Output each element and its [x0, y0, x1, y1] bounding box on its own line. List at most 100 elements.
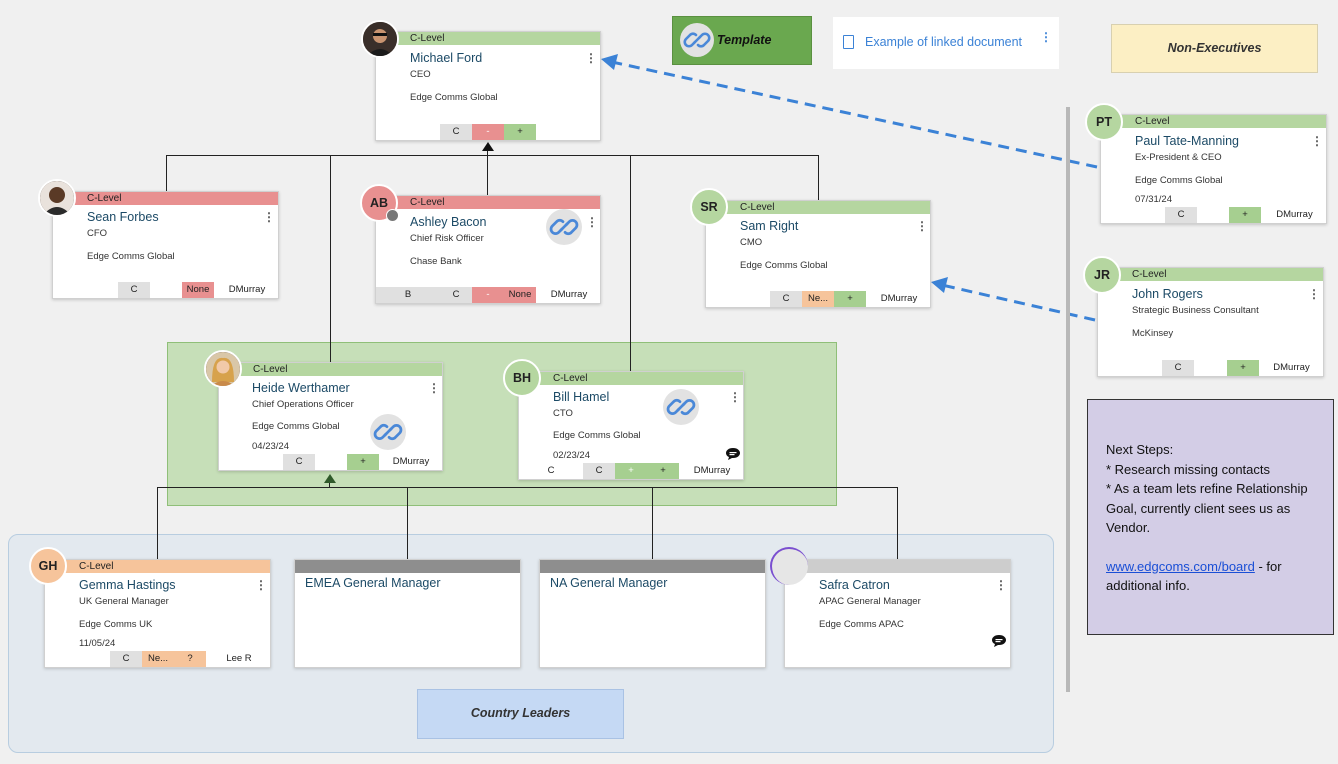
avatar-initials: GH: [29, 547, 67, 585]
footer-cell[interactable]: C: [770, 291, 802, 307]
vacant-card-emea-general-manager[interactable]: EMEA General Manager: [294, 559, 521, 668]
linked-document[interactable]: Example of linked document ⋮: [833, 17, 1059, 69]
person-date: 02/23/24: [553, 450, 590, 461]
separator: [1066, 107, 1070, 692]
avatar-initials: AB: [360, 184, 398, 222]
footer-cell[interactable]: C: [440, 287, 472, 303]
kebab-menu-icon[interactable]: ⋮: [916, 219, 928, 233]
person-date: 11/05/24: [79, 638, 116, 649]
person-date: 07/31/24: [1135, 194, 1172, 205]
footer-cell[interactable]: DMurray: [681, 463, 743, 479]
person-name[interactable]: Sam Right: [740, 219, 799, 233]
person-name[interactable]: Safra Catron: [819, 578, 890, 592]
level-band: C-Level: [219, 363, 442, 376]
link-icon[interactable]: [370, 414, 406, 450]
person-card-sean-forbes[interactable]: C-Level Sean Forbes CFO Edge Comms Globa…: [52, 191, 279, 299]
position-title[interactable]: NA General Manager: [550, 576, 668, 590]
kebab-menu-icon[interactable]: ⋮: [995, 578, 1007, 592]
level-band: C-Level: [53, 192, 278, 205]
footer-cell[interactable]: Ne...: [802, 291, 834, 307]
footer-cell[interactable]: +: [1229, 207, 1261, 223]
link-icon: [680, 23, 714, 57]
kebab-menu-icon[interactable]: ⋮: [1308, 287, 1320, 301]
footer-cell[interactable]: C: [1165, 207, 1197, 223]
connector: [166, 155, 819, 156]
link-icon[interactable]: [546, 209, 582, 245]
person-role: Chief Operations Officer: [252, 399, 354, 410]
level-band: C-Level: [706, 201, 930, 214]
person-card-john-rogers[interactable]: C-Level John Rogers Strategic Business C…: [1097, 267, 1324, 377]
footer-cell[interactable]: B: [376, 287, 440, 303]
footer-cell[interactable]: +: [647, 463, 679, 479]
connector: [330, 155, 331, 362]
footer-cell[interactable]: +: [834, 291, 866, 307]
footer-cell[interactable]: None: [504, 287, 536, 303]
footer-cell[interactable]: DMurray: [1260, 360, 1323, 376]
person-name[interactable]: Heide Werthamer: [252, 381, 350, 395]
footer-cell[interactable]: DMurray: [216, 282, 278, 298]
person-card-gemma-hastings[interactable]: C-Level Gemma Hastings UK General Manage…: [44, 559, 271, 668]
person-org: Edge Comms Global: [410, 92, 498, 103]
footer-cell[interactable]: C: [118, 282, 150, 298]
person-card-heide-werthamer[interactable]: C-Level Heide Werthamer Chief Operations…: [218, 362, 443, 471]
footer-cell[interactable]: DMurray: [1263, 207, 1326, 223]
connector: [818, 155, 819, 200]
person-org: Edge Comms Global: [553, 430, 641, 441]
template-legend[interactable]: Template: [672, 16, 812, 65]
person-org: Chase Bank: [410, 256, 462, 267]
kebab-menu-icon[interactable]: ⋮: [263, 210, 275, 224]
person-name[interactable]: Sean Forbes: [87, 210, 159, 224]
footer-cell[interactable]: None: [182, 282, 214, 298]
footer-cell[interactable]: +: [347, 454, 379, 470]
arrowhead-up-icon: [482, 142, 494, 151]
footer-cell[interactable]: DMurray: [868, 291, 930, 307]
country-leaders-legend: Country Leaders: [417, 689, 624, 739]
connector: [630, 155, 631, 371]
person-name[interactable]: Paul Tate-Manning: [1135, 134, 1240, 148]
person-name[interactable]: Michael Ford: [410, 51, 483, 65]
person-name[interactable]: Gemma Hastings: [79, 578, 176, 592]
kebab-menu-icon[interactable]: ⋮: [586, 215, 598, 229]
kebab-menu-icon[interactable]: ⋮: [729, 390, 741, 404]
person-name[interactable]: Bill Hamel: [553, 390, 610, 404]
footer-cell[interactable]: Lee R: [208, 651, 270, 667]
vacant-card-na-general-manager[interactable]: NA General Manager: [539, 559, 766, 668]
footer-cell[interactable]: C: [283, 454, 315, 470]
person-card-michael-ford[interactable]: C-Level Michael Ford CEO Edge Comms Glob…: [375, 31, 601, 141]
footer-cell[interactable]: +: [615, 463, 647, 479]
footer-cell[interactable]: C: [583, 463, 615, 479]
footer-cell[interactable]: -: [472, 124, 504, 140]
kebab-menu-icon[interactable]: ⋮: [1311, 134, 1323, 148]
footer-cell[interactable]: C: [519, 463, 583, 479]
footer-cell[interactable]: C: [440, 124, 472, 140]
person-org: Edge Comms Global: [740, 260, 828, 271]
footer-cell[interactable]: DMurray: [538, 287, 600, 303]
footer-cell[interactable]: DMurray: [380, 454, 442, 470]
person-name[interactable]: John Rogers: [1132, 287, 1203, 301]
footer-cell[interactable]: Ne...: [142, 651, 174, 667]
footer-cell[interactable]: C: [1162, 360, 1194, 376]
person-card-ashley-bacon[interactable]: C-Level Ashley Bacon Chief Risk Officer …: [375, 195, 601, 304]
person-name[interactable]: Ashley Bacon: [410, 215, 487, 229]
bank-icon: [386, 209, 399, 222]
avatar-initials: JR: [1083, 256, 1121, 294]
level-band: C-Level: [1098, 268, 1323, 281]
person-card-paul-tate-manning[interactable]: C-Level Paul Tate-Manning Ex-President &…: [1100, 114, 1327, 224]
person-card-safra-catron[interactable]: Safra Catron APAC General Manager Edge C…: [784, 559, 1011, 668]
kebab-menu-icon[interactable]: ⋮: [428, 381, 440, 395]
kebab-menu-icon[interactable]: ⋮: [585, 51, 597, 65]
kebab-menu-icon[interactable]: ⋮: [255, 578, 267, 592]
footer-cell[interactable]: +: [1227, 360, 1259, 376]
footer-cell[interactable]: -: [472, 287, 504, 303]
link-icon[interactable]: [663, 389, 699, 425]
person-card-sam-right[interactable]: C-Level Sam Right CMO Edge Comms Global …: [705, 200, 931, 308]
footer-cell[interactable]: ?: [174, 651, 206, 667]
notes-link[interactable]: www.edgcoms.com/board: [1106, 558, 1255, 574]
person-card-bill-hamel[interactable]: C-Level Bill Hamel CTO Edge Comms Global…: [518, 371, 744, 480]
comment-icon[interactable]: [725, 447, 741, 466]
footer-cell[interactable]: +: [504, 124, 536, 140]
kebab-menu-icon[interactable]: ⋮: [1040, 30, 1052, 44]
comment-icon[interactable]: [991, 634, 1007, 653]
footer-cell[interactable]: C: [110, 651, 142, 667]
position-title[interactable]: EMEA General Manager: [305, 576, 441, 590]
